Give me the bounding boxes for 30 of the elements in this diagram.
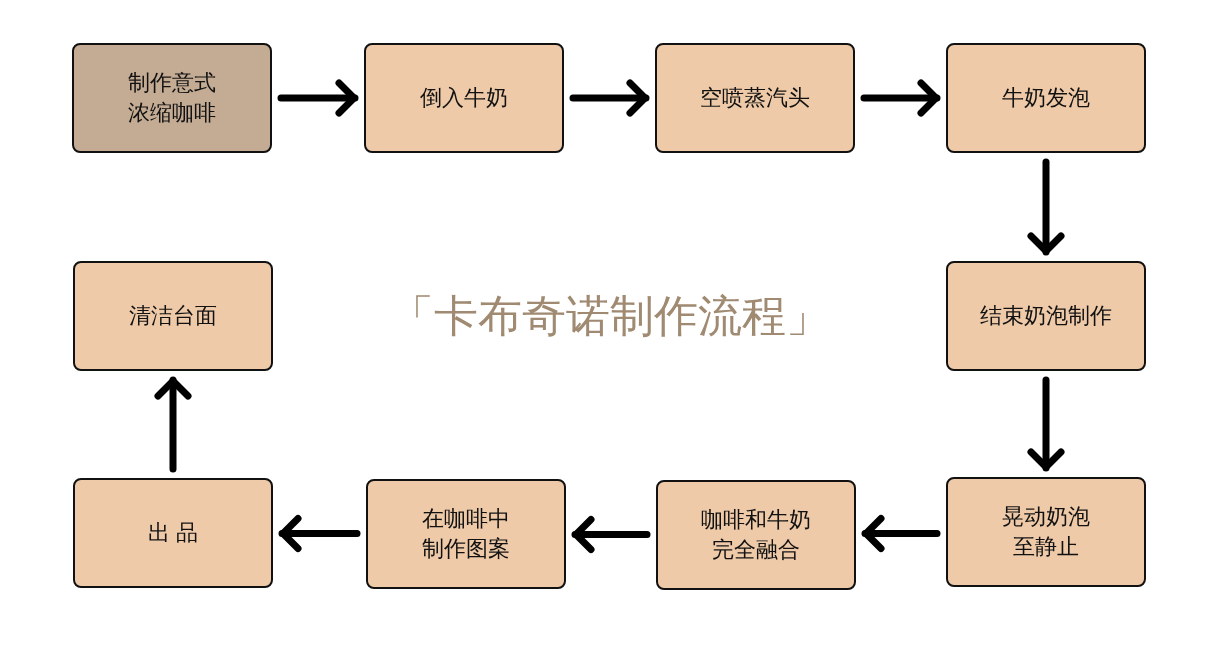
box-text: 咖啡和牛奶完全融合 (700, 506, 812, 564)
process-box (946, 261, 1146, 371)
box-text: 晃动奶泡至静止 (1001, 503, 1091, 561)
arrow (278, 515, 361, 552)
process-box (73, 261, 273, 371)
box-text: 清洁台面 (129, 302, 217, 330)
box-text: 出 品 (147, 519, 199, 547)
process-box (946, 43, 1146, 153)
arrow (860, 79, 941, 117)
process-box (364, 43, 564, 153)
arrow (571, 516, 651, 553)
arrow (1027, 376, 1065, 472)
box-text: 结束奶泡制作 (980, 302, 1112, 330)
process-box (366, 479, 566, 589)
arrow (277, 79, 359, 117)
box-text: 制作意式浓缩咖啡 (127, 69, 217, 127)
process-box (946, 477, 1146, 587)
diagram-title: 「卡布奇诺制作流程」 (389, 289, 831, 343)
arrow (154, 376, 192, 473)
box-text: 倒入牛奶 (420, 84, 508, 112)
process-box (72, 43, 272, 153)
arrow (861, 515, 941, 552)
process-box (656, 480, 856, 590)
box-text: 空喷蒸汽头 (700, 84, 810, 112)
process-box (655, 43, 855, 153)
box-text: 在咖啡中制作图案 (421, 505, 511, 563)
arrow (1027, 158, 1065, 256)
arrow (569, 79, 650, 117)
box-text: 牛奶发泡 (1002, 84, 1090, 112)
process-box (73, 478, 273, 588)
